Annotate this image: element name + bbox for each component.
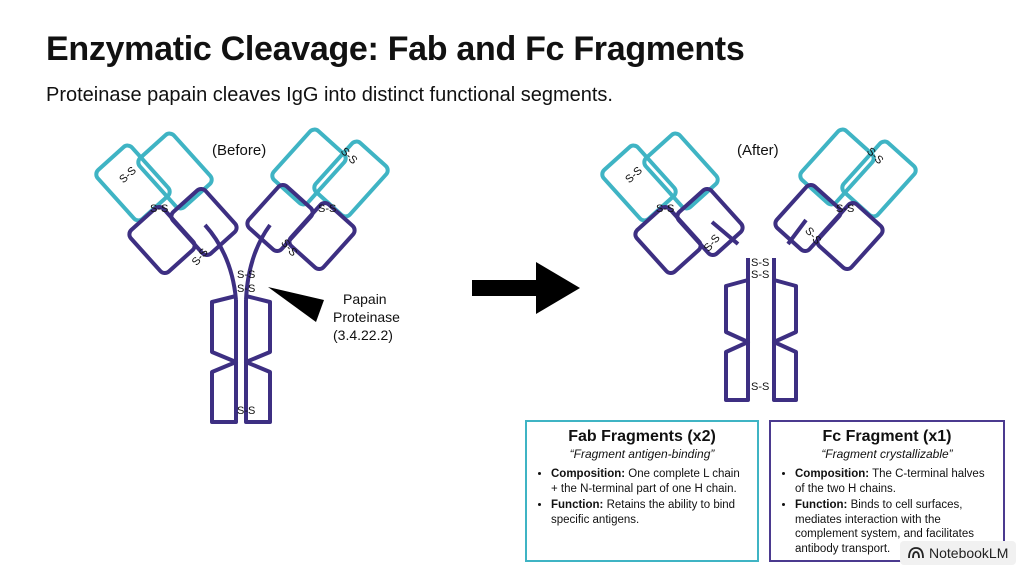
notebooklm-badge[interactable]: NotebookLM	[900, 541, 1017, 565]
fab-box-title: Fab Fragments (x2)	[568, 428, 716, 445]
disulfide-bond: S-S	[237, 405, 255, 417]
item-text: The C-terminal halves of the two H chain…	[795, 468, 985, 495]
fab-info-box: Fab Fragments (x2) “Fragment antigen-bin…	[525, 420, 759, 562]
cleavage-arrow-icon	[472, 262, 580, 314]
disulfide-bond: S-S	[237, 269, 255, 281]
disulfide-bond: S-S	[656, 203, 674, 215]
list-item: Function: Retains the ability to bind sp…	[551, 498, 747, 527]
fc-info-box: Fc Fragment (x1) “Fragment crystallizabl…	[769, 420, 1005, 562]
fc-box-subtitle: “Fragment crystallizable”	[821, 447, 953, 461]
item-label: Composition:	[551, 468, 626, 480]
before-label: (Before)	[212, 142, 266, 159]
disulfide-bond: S-S	[278, 237, 299, 259]
right-hinge	[244, 223, 272, 301]
fc-box-title: Fc Fragment (x1)	[822, 428, 952, 445]
page-subtitle: Proteinase papain cleaves IgG into disti…	[46, 84, 613, 106]
left-heavy-chain-ch1	[169, 186, 239, 258]
left-hinge	[203, 223, 238, 301]
item-label: Function:	[795, 499, 848, 511]
left-light-chain-cl	[127, 204, 197, 276]
fab-box-list: Composition: One complete L chain + the …	[537, 467, 747, 527]
disulfide-bond: S-S	[117, 165, 139, 186]
item-label: Function:	[551, 499, 604, 511]
left-fab-cl	[633, 204, 703, 276]
disulfide-bond: S-S	[150, 203, 168, 215]
left-fab-ch1	[675, 186, 745, 258]
right-fc-chain	[244, 294, 272, 424]
right-fab-ch1	[773, 182, 843, 254]
disulfide-bond: S-S	[237, 283, 255, 295]
enzyme-label: (3.4.22.2)	[333, 327, 393, 343]
left-fc-chain	[210, 294, 238, 424]
papain-wedge-icon	[268, 287, 324, 322]
disulfide-bond: S-S	[751, 257, 769, 269]
item-text: Binds to cell surfaces, mediates interac…	[795, 499, 974, 555]
disulfide-bond: S-S	[836, 203, 854, 215]
item-text: One complete L chain + the N-terminal pa…	[551, 468, 740, 495]
list-item: Composition: One complete L chain + the …	[551, 467, 747, 496]
disulfide-bond: S-S	[751, 381, 769, 393]
fc-box-list: Composition: The C-terminal halves of th…	[781, 467, 993, 556]
right-fab-tail	[786, 218, 808, 246]
enzyme-label: Proteinase	[333, 309, 400, 325]
left-heavy-chain-vh	[136, 131, 214, 211]
disulfide-bond: S-S	[751, 269, 769, 281]
left-fab-vh	[642, 131, 720, 211]
fab-box-subtitle: “Fragment antigen-binding”	[569, 447, 715, 461]
right-heavy-chain-vh	[270, 127, 348, 207]
item-label: Composition:	[795, 468, 870, 480]
list-item: Function: Binds to cell surfaces, mediat…	[795, 498, 993, 556]
fab-fragments	[600, 127, 918, 276]
disulfide-bond: S-S	[623, 165, 645, 186]
disulfide-bond: S-S	[802, 225, 823, 247]
list-item: Composition: The C-terminal halves of th…	[795, 467, 993, 496]
enzyme-label: Papain	[343, 291, 387, 307]
page-title: Enzymatic Cleavage: Fab and Fc Fragments	[46, 30, 745, 68]
disulfide-bond: S-S	[318, 203, 336, 215]
fc-fragment	[724, 258, 798, 402]
fc-right-chain	[772, 258, 798, 402]
item-text: Retains the ability to bind specific ant…	[551, 499, 736, 526]
left-fab-tail	[710, 220, 740, 246]
after-label: (After)	[737, 142, 779, 159]
intact-antibody	[94, 127, 390, 424]
badge-label: NotebookLM	[929, 545, 1009, 561]
right-fab-vh	[798, 127, 876, 207]
fc-left-chain	[724, 258, 750, 402]
notebooklm-logo-icon	[908, 547, 924, 559]
